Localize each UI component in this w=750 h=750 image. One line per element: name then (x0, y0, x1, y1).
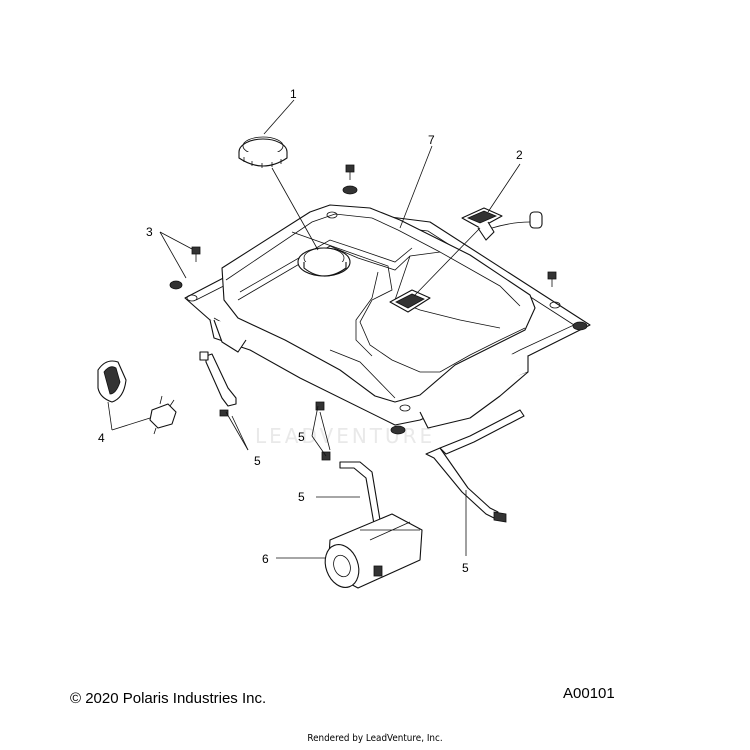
callout-5-left: 5 (254, 454, 261, 468)
fuel-gauge-sender (461, 207, 543, 241)
evap-canister (324, 513, 423, 589)
callout-5-canister-hose: 5 (298, 490, 305, 504)
fuel-tank (184, 204, 591, 429)
callout-7: 7 (428, 133, 435, 147)
mount-grommets-and-bolts (169, 164, 588, 435)
callout-5-center: 5 (298, 430, 305, 444)
callout-6: 6 (262, 552, 269, 566)
callout-2: 2 (516, 148, 523, 162)
copyright-notice: © 2020 Polaris Industries Inc. (70, 690, 267, 707)
callout-5-vent-hose: 5 (462, 561, 469, 575)
callout-3: 3 (146, 225, 153, 239)
callout-4: 4 (98, 431, 105, 445)
fuel-shutoff-valve (97, 360, 177, 435)
drawing-id: A00101 (563, 685, 615, 702)
fuel-hoses-and-clamps (199, 351, 525, 525)
fuel-cap (238, 136, 288, 168)
callout-1: 1 (290, 87, 297, 101)
rendered-by-credit: Rendered by LeadVenture, Inc. (307, 733, 443, 744)
watermark-text: LEADVENTURE (255, 424, 435, 448)
